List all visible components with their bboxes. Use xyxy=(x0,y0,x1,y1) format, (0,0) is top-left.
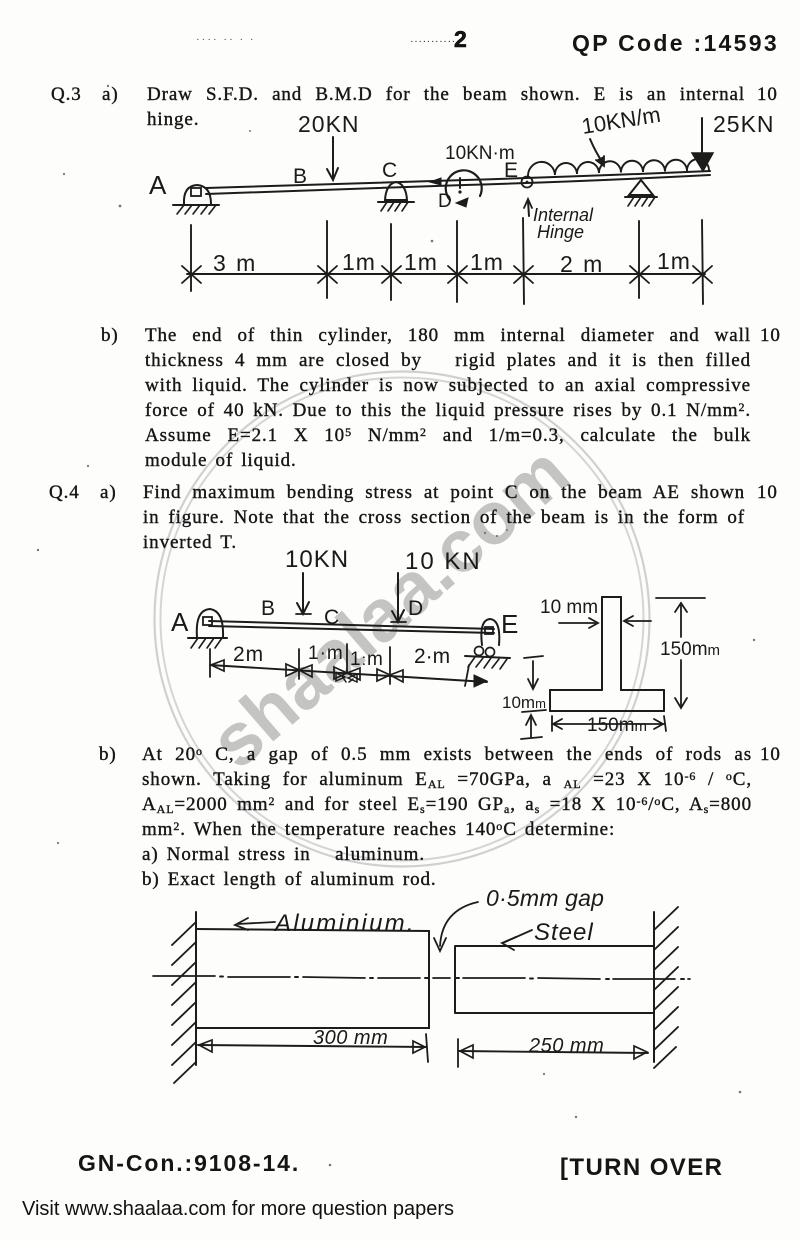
svg-text:Hinge: Hinge xyxy=(537,222,584,242)
svg-text:B: B xyxy=(293,165,307,188)
svg-text:10mm: 10mm xyxy=(502,693,546,712)
svg-text:10 mm: 10 mm xyxy=(540,597,598,618)
svg-text:25KN: 25KN xyxy=(713,111,775,137)
svg-text:10 KN: 10 KN xyxy=(405,548,482,575)
svg-text:D: D xyxy=(408,597,423,620)
svg-text:1·m: 1·m xyxy=(308,643,344,664)
svg-text:E: E xyxy=(501,609,518,639)
svg-text:0·5mm gap: 0·5mm gap xyxy=(486,885,604,911)
svg-text:C: C xyxy=(324,606,339,629)
svg-text:Internal: Internal xyxy=(533,205,594,225)
svg-text:C: C xyxy=(382,159,397,182)
svg-text:20KN: 20KN xyxy=(298,111,360,137)
svg-text:B: B xyxy=(261,597,275,620)
svg-text:1m: 1m xyxy=(657,248,691,274)
svg-text:3 m: 3 m xyxy=(213,250,257,276)
svg-text:A: A xyxy=(171,607,189,637)
svg-text:2 m: 2 m xyxy=(560,251,604,277)
svg-text:1:m: 1:m xyxy=(350,649,384,670)
svg-text:E: E xyxy=(504,159,518,182)
svg-text:Aluminium.: Aluminium. xyxy=(273,910,416,937)
svg-text:2·m: 2·m xyxy=(414,645,450,668)
svg-text:10KN: 10KN xyxy=(285,546,349,573)
svg-text:1m: 1m xyxy=(470,249,504,275)
svg-text:Steel: Steel xyxy=(534,919,594,946)
svg-text:10KN/m: 10KN/m xyxy=(580,108,662,139)
svg-text:A: A xyxy=(149,170,167,200)
svg-text:1m: 1m xyxy=(342,249,376,275)
svg-text:1m: 1m xyxy=(404,249,438,275)
svg-text:300 mm: 300 mm xyxy=(313,1027,388,1049)
svg-text:250 mm: 250 mm xyxy=(528,1035,604,1057)
svg-text:D: D xyxy=(438,191,452,212)
svg-text:150mm: 150mm xyxy=(587,715,647,736)
svg-text:10KN·m: 10KN·m xyxy=(445,143,515,164)
svg-text:2m: 2m xyxy=(233,643,264,666)
svg-text:150mm: 150mm xyxy=(660,639,720,660)
